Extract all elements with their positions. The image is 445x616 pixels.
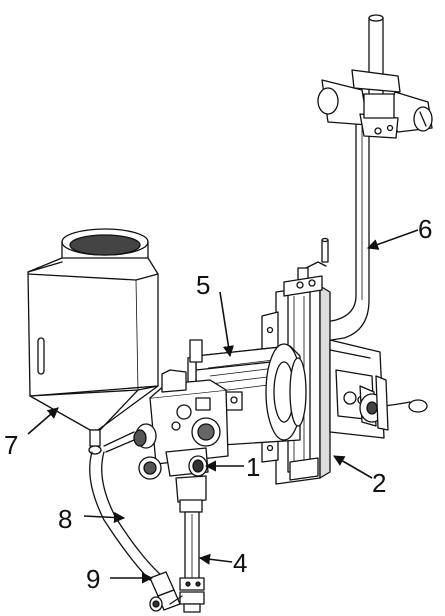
callout-6: 6 (366, 214, 432, 250)
callout-label: 6 (418, 214, 432, 244)
callout-9: 9 (86, 564, 154, 594)
callout-5: 5 (196, 270, 234, 358)
horizontal-slide (329, 339, 428, 439)
feed-tube (175, 475, 207, 613)
callout-8: 8 (58, 504, 126, 534)
callout-label: 8 (58, 504, 72, 534)
suction-hose (89, 451, 183, 612)
crank-handle (297, 237, 329, 283)
callout-label: 4 (233, 548, 247, 578)
pole-clamp (317, 69, 433, 139)
callout-label: 7 (4, 430, 18, 460)
callout-label: 5 (196, 270, 210, 300)
callout-2: 2 (333, 455, 386, 498)
callout-1: 1 (204, 452, 260, 482)
callout-7: 7 (4, 407, 59, 460)
callout-label: 9 (86, 564, 100, 594)
valve-block (103, 369, 229, 480)
callout-label: 2 (372, 468, 386, 498)
callout-label: 1 (246, 452, 260, 482)
hopper (27, 228, 159, 455)
callout-4: 4 (198, 548, 247, 578)
